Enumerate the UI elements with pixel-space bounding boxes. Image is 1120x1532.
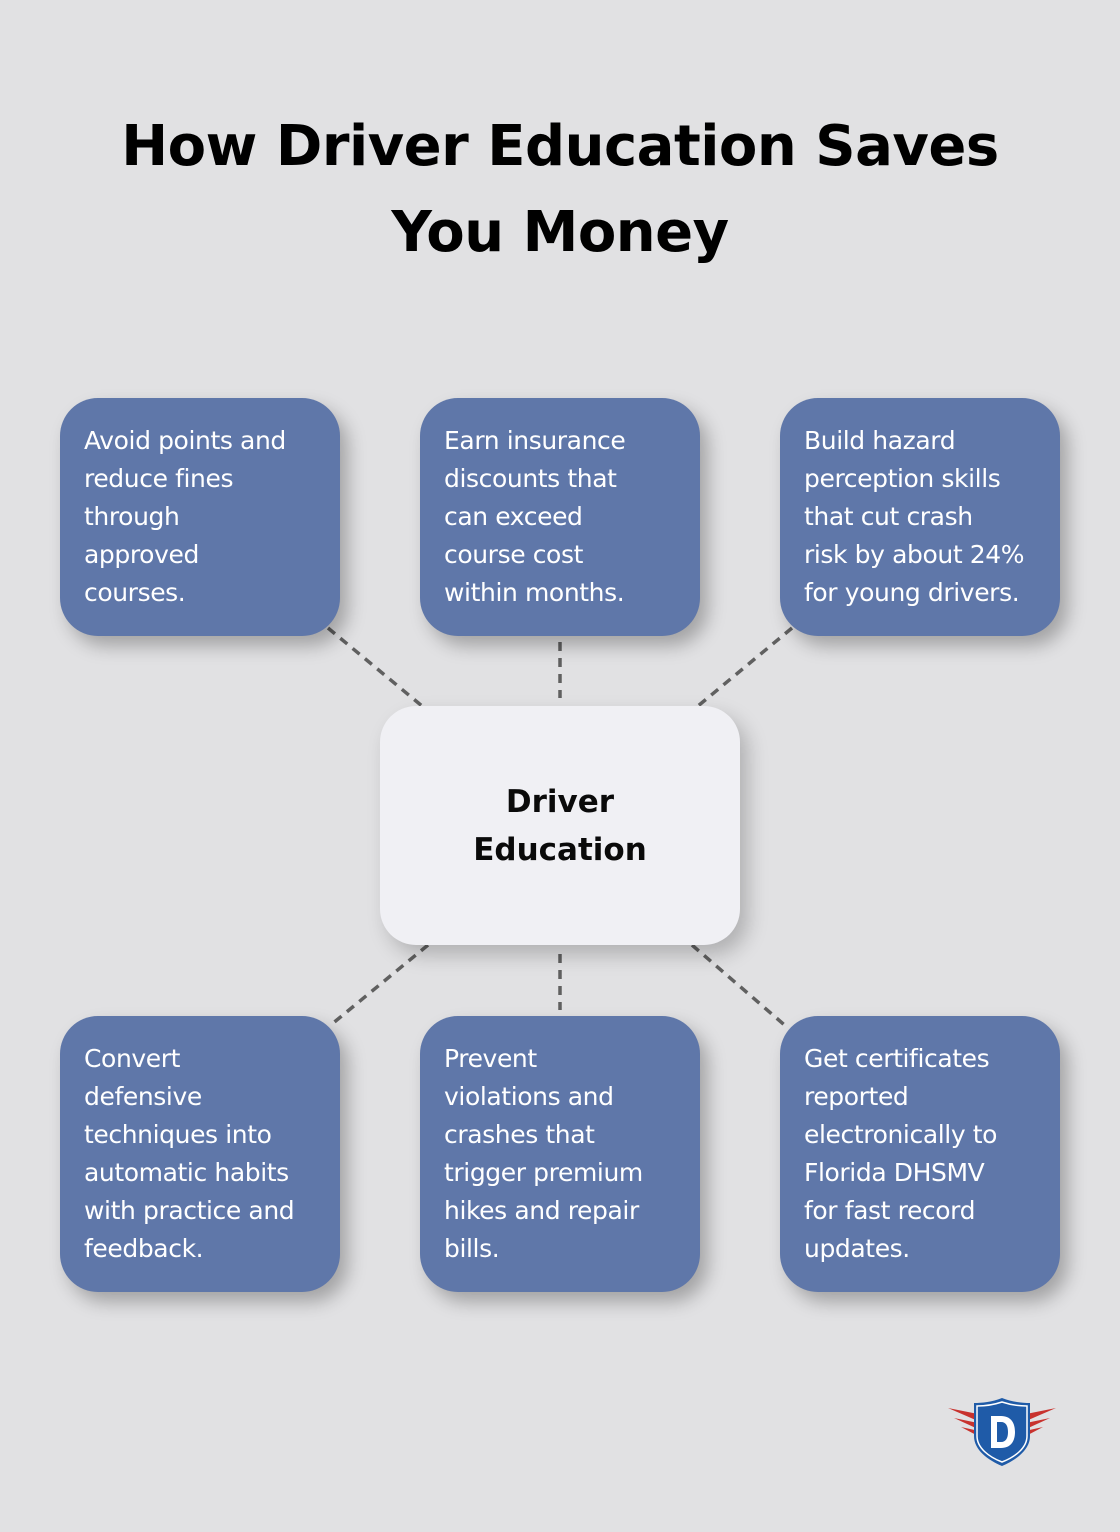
node-text-line: within months. bbox=[444, 578, 625, 607]
page-title: How Driver Education Saves You Money bbox=[0, 104, 1120, 276]
title-line-1: How Driver Education Saves bbox=[121, 114, 999, 179]
connector-bottom-right bbox=[690, 943, 790, 1030]
node-text-line: reduce fines bbox=[84, 464, 234, 493]
node-text-line: Avoid points and bbox=[84, 426, 286, 455]
node-text-line: updates. bbox=[804, 1234, 910, 1263]
node-text-line: through bbox=[84, 502, 180, 531]
center-label-line-2: Education bbox=[473, 831, 647, 868]
node-automatic-habits: Convert defensive techniques into automa… bbox=[60, 1016, 340, 1292]
winged-shield-logo-icon bbox=[948, 1398, 1056, 1466]
node-text-line: electronically to bbox=[804, 1120, 998, 1149]
node-text-line: hikes and repair bbox=[444, 1196, 639, 1225]
node-text-line: for young drivers. bbox=[804, 578, 1020, 607]
node-text-line: Convert bbox=[84, 1044, 181, 1073]
node-text-line: discounts that bbox=[444, 464, 617, 493]
node-text-line: with practice and bbox=[84, 1196, 295, 1225]
node-text-line: Earn insurance bbox=[444, 426, 626, 455]
node-text-line: perception skills bbox=[804, 464, 1001, 493]
node-text-line: reported bbox=[804, 1082, 909, 1111]
node-text-line: trigger premium bbox=[444, 1158, 643, 1187]
node-text-line: that cut crash bbox=[804, 502, 973, 531]
connector-bottom-left bbox=[330, 943, 430, 1026]
node-text-line: crashes that bbox=[444, 1120, 595, 1149]
node-insurance-discounts: Earn insurance discounts that can exceed… bbox=[420, 398, 700, 636]
node-text-line: automatic habits bbox=[84, 1158, 289, 1187]
node-text-line: violations and bbox=[444, 1082, 614, 1111]
node-text-line: for fast record bbox=[804, 1196, 976, 1225]
node-text-line: courses. bbox=[84, 578, 186, 607]
node-certificates-reported: Get certificates reported electronically… bbox=[780, 1016, 1060, 1292]
center-node-driver-education: Driver Education bbox=[380, 706, 740, 945]
node-text-line: bills. bbox=[444, 1234, 500, 1263]
node-text-line: risk by about 24% bbox=[804, 540, 1025, 569]
connector-top-right bbox=[696, 626, 794, 708]
node-text-line: Florida DHSMV bbox=[804, 1158, 985, 1187]
node-text-line: Build hazard bbox=[804, 426, 956, 455]
center-label-line-1: Driver bbox=[505, 783, 615, 820]
node-hazard-perception: Build hazard perception skills that cut … bbox=[780, 398, 1060, 636]
node-text-line: course cost bbox=[444, 540, 583, 569]
node-text-line: Prevent bbox=[444, 1044, 537, 1073]
node-text-line: approved bbox=[84, 540, 199, 569]
title-line-2: You Money bbox=[391, 200, 729, 265]
node-text-line: techniques into bbox=[84, 1120, 272, 1149]
node-text-line: feedback. bbox=[84, 1234, 204, 1263]
connector-top-left bbox=[326, 626, 424, 708]
node-prevent-violations: Prevent violations and crashes that trig… bbox=[420, 1016, 700, 1292]
node-text-line: can exceed bbox=[444, 502, 583, 531]
node-avoid-points: Avoid points and reduce fines through ap… bbox=[60, 398, 340, 636]
node-text-line: Get certificates bbox=[804, 1044, 990, 1073]
node-text-line: defensive bbox=[84, 1082, 202, 1111]
